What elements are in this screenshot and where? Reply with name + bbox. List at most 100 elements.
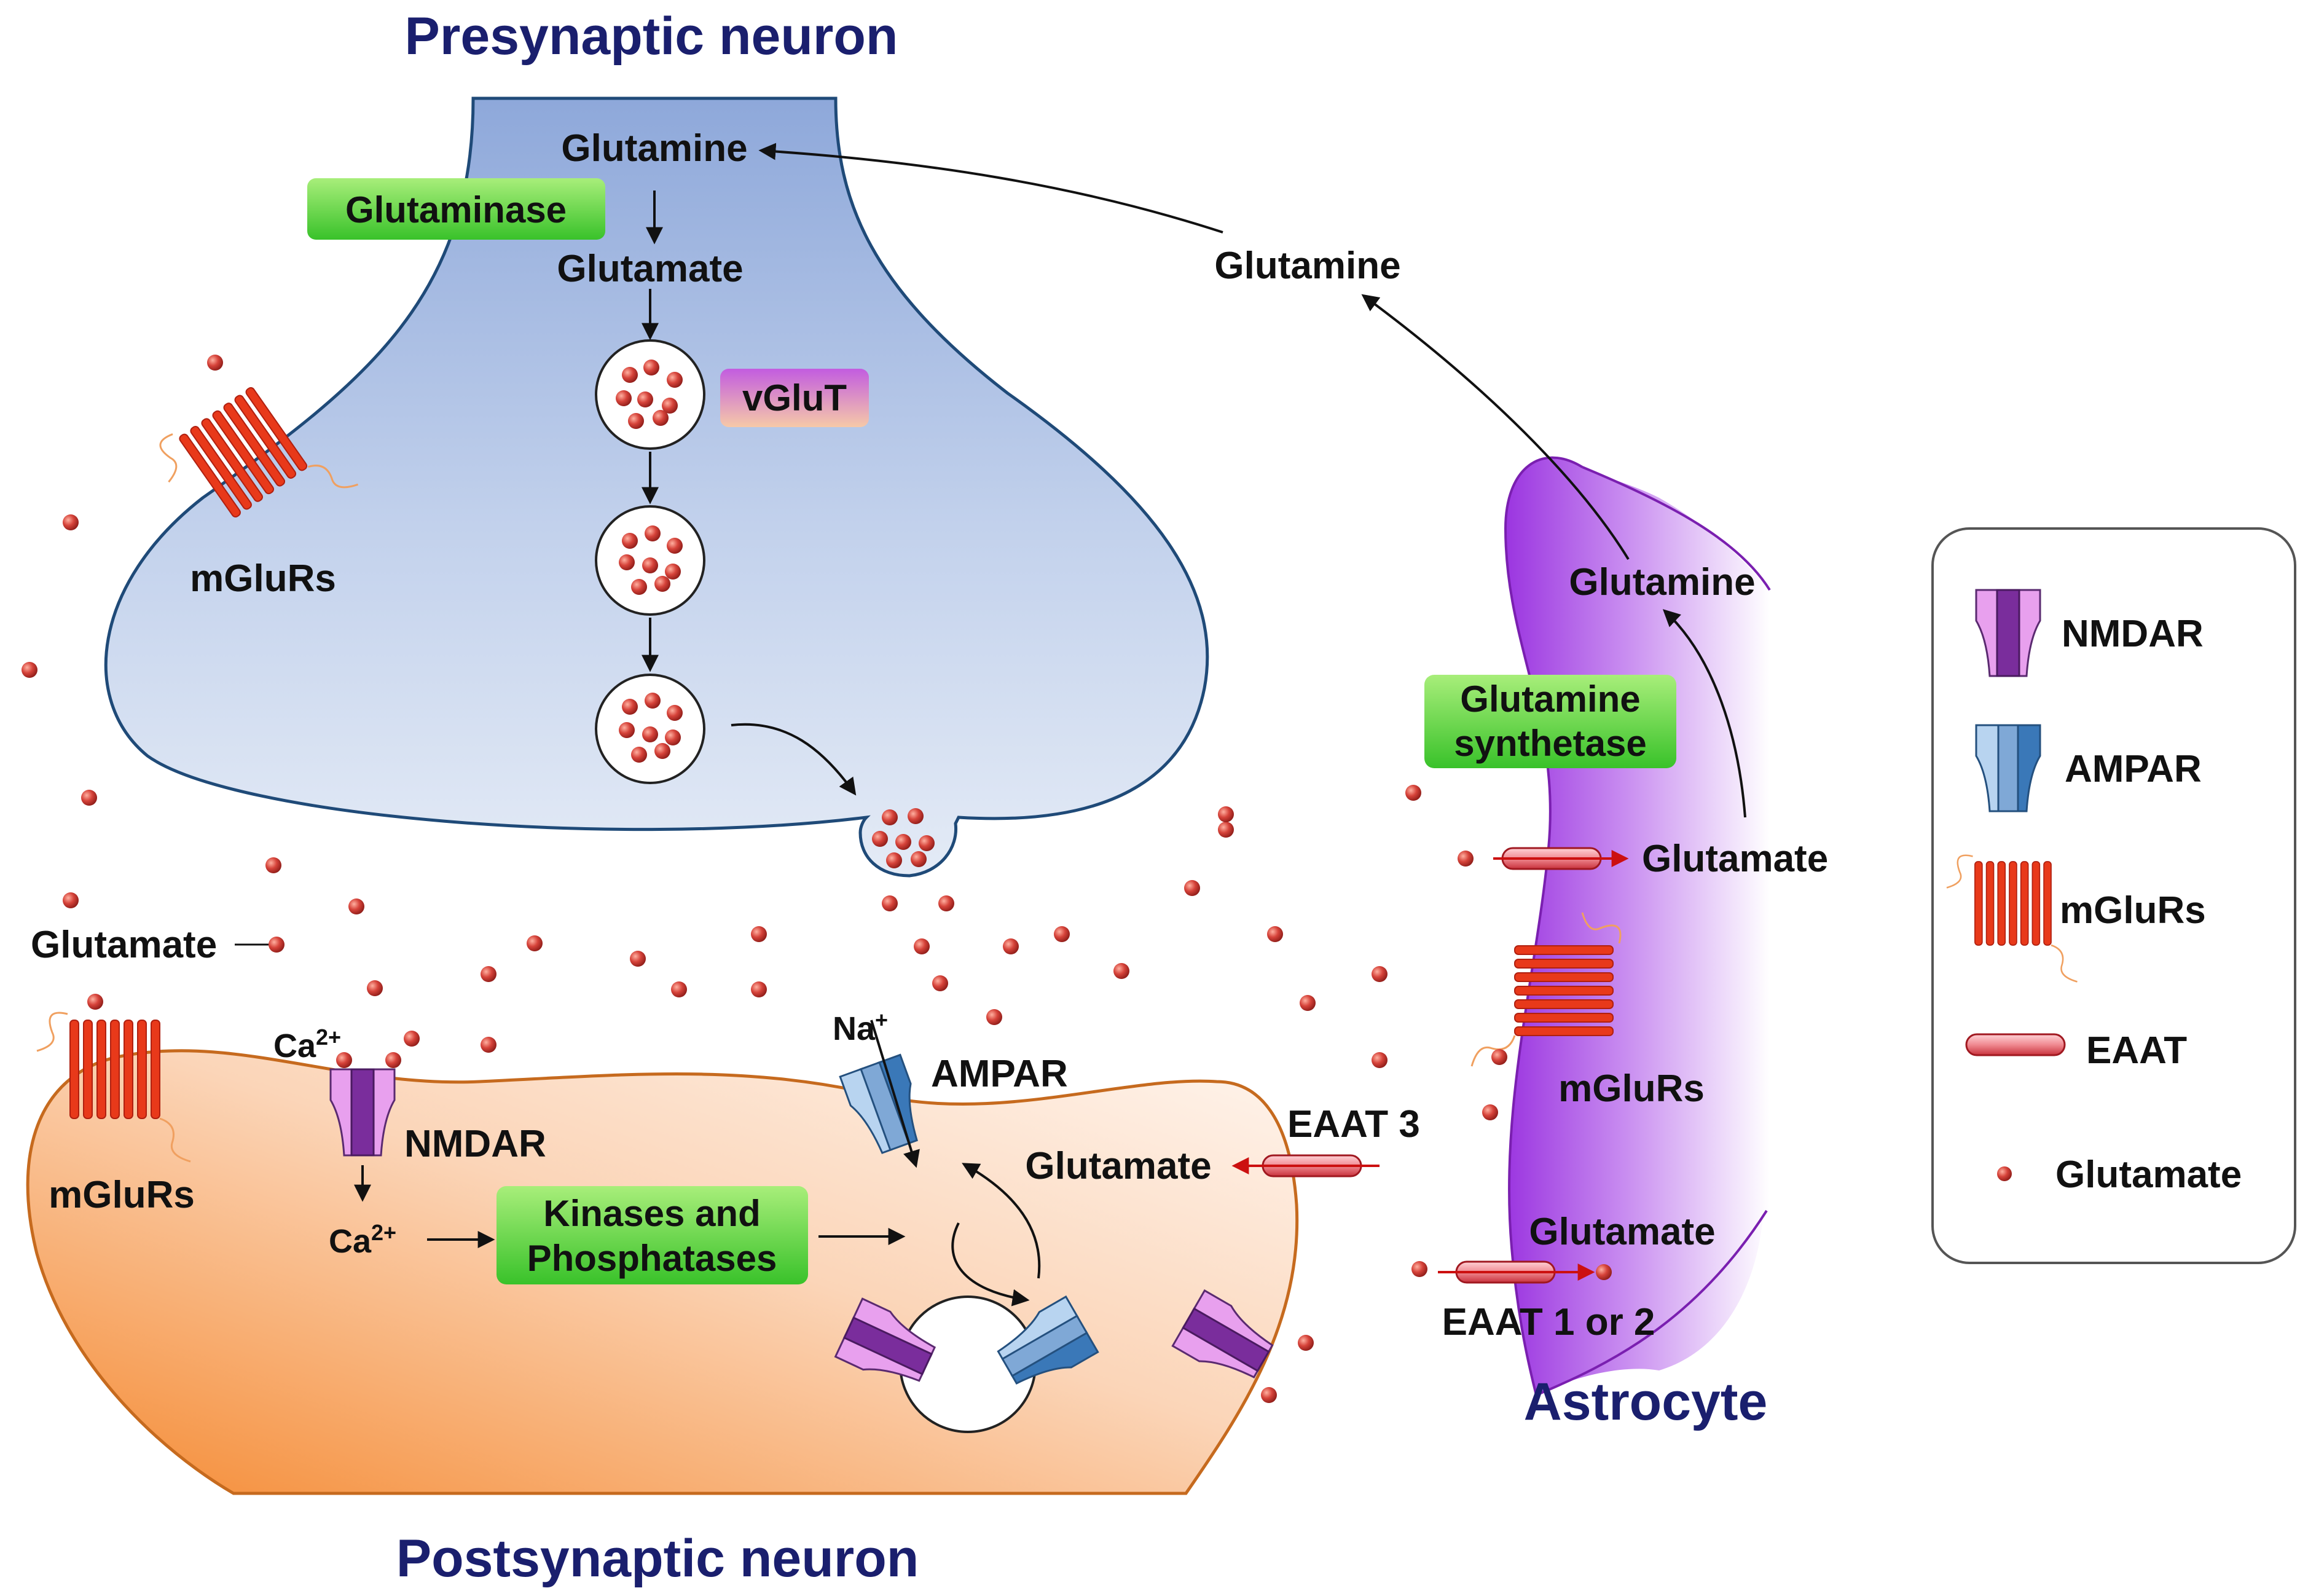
- kinases-label: Kinases and: [543, 1193, 760, 1234]
- glutamate-dot: [932, 975, 948, 991]
- glutamate-dot: [642, 557, 658, 573]
- glutamate-dot: [22, 662, 37, 678]
- glutamate-dot: [367, 980, 383, 996]
- glutamate-dot: [481, 966, 497, 982]
- glutamate-dot: [1054, 926, 1070, 942]
- glutamate-dot: [63, 514, 79, 530]
- glutamate-dot: [336, 1052, 352, 1068]
- vglut-box: vGluT: [720, 369, 869, 427]
- astrocyte-glutamine-extracellular-label: Glutamine: [1214, 245, 1400, 287]
- glutamate-dot: [269, 937, 285, 953]
- glutamate-dot: [637, 391, 653, 407]
- ca-ion-top-label: Ca2+: [273, 1024, 341, 1064]
- glutamine-synthetase-line1: Glutamine: [1460, 678, 1640, 720]
- astrocyte-membrane-bottom: [1536, 1209, 1768, 1396]
- phosphatases-label: Phosphatases: [527, 1238, 777, 1279]
- glutamate-dot: [631, 747, 647, 763]
- glutamate-dot: [645, 693, 661, 709]
- glutamate-dot: [87, 994, 103, 1010]
- glutamate-dot: [207, 355, 223, 371]
- glutamate-dot: [619, 554, 635, 570]
- kinases-phosphatases-box: Kinases and Phosphatases: [497, 1186, 808, 1284]
- glutamate-dot: [63, 892, 79, 908]
- glutamate-dot: [622, 533, 638, 549]
- ampar-label: AMPAR: [931, 1053, 1068, 1095]
- glutamate-dot: [628, 413, 644, 429]
- glutamate-dot: [1218, 806, 1234, 822]
- glutamate-molecules: [22, 355, 1612, 1403]
- glutamate-dot: [642, 726, 658, 742]
- glutamate-dot: [1267, 926, 1283, 942]
- glutamate-dot: [654, 576, 670, 592]
- glutamate-dot: [631, 579, 647, 595]
- glutamate-dot: [630, 951, 646, 967]
- eaat3-label: EAAT 3: [1287, 1103, 1420, 1146]
- glutamate-dot: [1491, 1049, 1507, 1065]
- glutamate-dot: [265, 857, 281, 873]
- glutamate-dot: [1596, 1264, 1612, 1280]
- arrow-internalization: [951, 1222, 1030, 1307]
- eaat3-glutamate-label: Glutamate: [1025, 1145, 1211, 1187]
- glutamate-dot: [911, 851, 927, 867]
- presynaptic-glutamate-label: Glutamate: [557, 248, 743, 290]
- astrocyte-mglurs-label: mGluRs: [1558, 1067, 1705, 1110]
- glutamate-dot: [622, 699, 638, 715]
- arrow-astro-glutamate-to-glutamine: [1662, 609, 1746, 818]
- glutamate-dot: [1482, 1104, 1498, 1120]
- na-ion-label: Na+: [833, 1007, 888, 1047]
- glutamate-dot: [882, 895, 898, 911]
- postsynaptic-title: Postsynaptic neuron: [396, 1529, 919, 1588]
- legend-ampar-label: AMPAR: [2065, 748, 2202, 790]
- glutamate-dot: [622, 367, 638, 383]
- glutamate-dot: [914, 938, 930, 954]
- glutamate-dot: [1300, 995, 1316, 1011]
- astrocyte-glutamine-inside-label: Glutamine: [1569, 561, 1755, 603]
- vglut-label: vGluT: [742, 377, 847, 419]
- glutamate-dot: [348, 898, 364, 914]
- eaat12-label: EAAT 1 or 2: [1442, 1301, 1655, 1343]
- legend-mglurs-label: mGluRs: [2060, 889, 2206, 932]
- glutamate-dot: [1298, 1335, 1314, 1351]
- glutamate-dot: [895, 834, 911, 850]
- glutamate-dot: [1113, 963, 1129, 979]
- glutamate-dot: [671, 981, 687, 997]
- presynaptic-terminal: [104, 96, 1209, 878]
- legend: NMDAR AMPAR mGluRs EAAT Glutamate: [1931, 527, 2296, 1264]
- postsynaptic-mglurs-label: mGluRs: [49, 1174, 195, 1216]
- glutamate-dot: [882, 809, 898, 825]
- glutamate-dot: [665, 564, 681, 580]
- glutamate-dot: [1405, 785, 1421, 801]
- nmdar-label: NMDAR: [404, 1123, 546, 1165]
- glutamate-dot: [481, 1037, 497, 1053]
- glutamate-dot: [986, 1009, 1002, 1025]
- glutamate-dot: [1372, 1052, 1388, 1068]
- presynaptic-glutamine-label: Glutamine: [561, 127, 747, 170]
- legend-glutamate-label: Glutamate: [2055, 1154, 2242, 1196]
- glutaminase-enzyme-box: Glutaminase: [307, 178, 605, 240]
- glutamate-dot: [667, 372, 683, 388]
- glutamate-dot: [643, 360, 659, 375]
- glutamate-dot: [654, 743, 670, 759]
- glutamate-dot: [1458, 851, 1474, 867]
- arrow-vesicle-to-release: [731, 723, 857, 796]
- glutamate-dot: [1184, 880, 1200, 896]
- glutamate-dot: [919, 835, 935, 851]
- glutamate-dot: [1411, 1261, 1427, 1277]
- glutamate-dot: [938, 895, 954, 911]
- astrocyte-glutamate-lower-label: Glutamate: [1529, 1211, 1715, 1253]
- eaat-icon: [1965, 1033, 2066, 1056]
- glutamate-dot-icon: [1997, 1166, 2012, 1181]
- glutamate-dot: [1261, 1387, 1277, 1403]
- glutamate-dot: [527, 935, 543, 951]
- glutamate-dot: [751, 926, 767, 942]
- glutamate-dot: [886, 852, 902, 868]
- astrocyte-glutamate-upper-label: Glutamate: [1642, 838, 1828, 880]
- glutamate-dot: [404, 1031, 420, 1047]
- glutamate-dot: [667, 538, 683, 554]
- glutamate-dot: [662, 398, 678, 414]
- legend-nmdar-label: NMDAR: [2062, 613, 2204, 655]
- glutamate-dot: [1372, 966, 1388, 982]
- glutamate-dot: [619, 722, 635, 738]
- ca-ion-bottom-label: Ca2+: [329, 1220, 396, 1260]
